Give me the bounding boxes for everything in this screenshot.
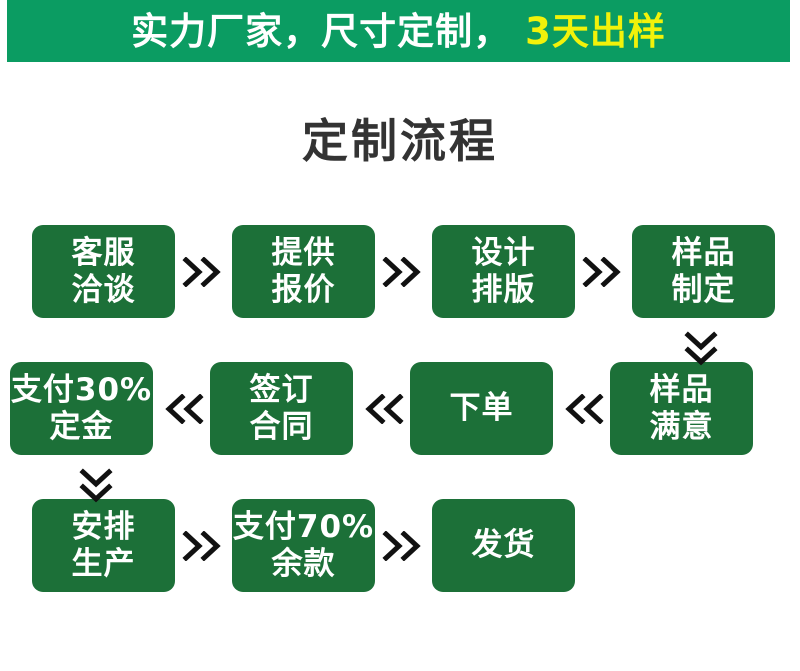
step-line: 洽谈 [71,271,136,308]
banner-headline-main: 实力厂家，尺寸定制， [131,9,512,53]
flow-row-2: 支付30% 定金 签订 合同 下单 [0,362,800,455]
banner-headline: 实力厂家，尺寸定制，3天出样 [131,13,666,50]
step-line: 签订 [249,371,314,408]
flow-row-3: 安排 生产 支付70% 余款 发货 [0,499,800,592]
step-box-anpai-shengchan[interactable]: 安排 生产 [32,499,175,592]
chevron-right-icon [175,530,232,561]
step-box-fahuo[interactable]: 发货 [432,499,575,592]
step-box-yangpin-manyi[interactable]: 样品 满意 [610,362,753,455]
step-box-tigong-baojia[interactable]: 提供 报价 [232,225,375,318]
step-line: 支付70% [232,508,375,545]
step-line: 支付30% [10,371,153,408]
step-box-yangpin-zhiding[interactable]: 样品 制定 [632,225,775,318]
step-line: 定金 [49,408,114,445]
page-title: 定制流程 [302,114,498,168]
header-banner: 实力厂家，尺寸定制， 3天出样 [7,0,790,62]
chevron-right-icon [375,256,432,287]
step-line: 报价 [271,271,336,308]
step-line: 排版 [471,271,536,308]
step-line: 下单 [449,390,514,427]
step-box-kefu-qiatan[interactable]: 客服 洽谈 [32,225,175,318]
banner-headline-highlight: 3天出样 [525,9,666,53]
step-box-zhifu-30-dingjin[interactable]: 支付30% 定金 [10,362,153,455]
step-line: 余款 [271,545,336,582]
step-line: 制定 [671,271,736,308]
step-line: 发货 [471,527,536,564]
step-line: 满意 [649,408,714,445]
step-box-xiadan[interactable]: 下单 [410,362,553,455]
step-line: 样品 [649,371,714,408]
step-box-qianding-hetong[interactable]: 签订 合同 [210,362,353,455]
chevron-right-icon [575,256,632,287]
step-line: 生产 [71,545,136,582]
chevron-left-icon [153,393,210,424]
step-line: 设计 [471,234,536,271]
custom-process-flowchart: 客服 洽谈 提供 报价 设计 排版 [0,225,800,636]
step-box-sheji-paiban[interactable]: 设计 排版 [432,225,575,318]
chevron-left-icon [353,393,410,424]
chevron-down-icon-row2-to-row3 [76,467,116,505]
flow-row-1: 客服 洽谈 提供 报价 设计 排版 [0,225,800,318]
step-box-zhifu-70-yukuan[interactable]: 支付70% 余款 [232,499,375,592]
step-line: 样品 [671,234,736,271]
chevron-right-icon [175,256,232,287]
step-line: 客服 [71,234,136,271]
chevron-right-icon [375,530,432,561]
step-line: 合同 [249,408,314,445]
step-line: 安排 [71,508,136,545]
chevron-down-icon-row1-to-row2 [681,330,721,368]
step-line: 提供 [271,234,336,271]
chevron-left-icon [553,393,610,424]
